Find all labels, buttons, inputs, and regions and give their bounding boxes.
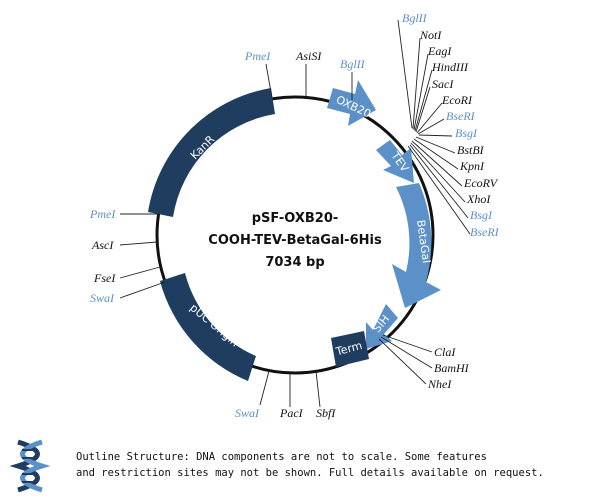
footnote-line2: and restriction sites may not be shown. … — [76, 467, 544, 479]
footnote-line1: Outline Structure: DNA components are no… — [76, 451, 487, 463]
plasmid-title-line2: COOH-TEV-BetaGal-6His — [208, 233, 382, 248]
site-label: AscI — [91, 238, 114, 252]
feature-betagal — [392, 183, 441, 308]
site-label: NotI — [419, 28, 442, 42]
site-label: ClaI — [434, 345, 456, 359]
site-label: BglII — [340, 57, 366, 71]
site-label: PacI — [279, 406, 304, 420]
feature-betagal-label: BetaGal — [414, 219, 433, 264]
feature-kanr — [148, 88, 275, 217]
site-label: EcoRI — [441, 93, 473, 107]
feature-tev — [376, 140, 414, 183]
site-label: HindIII — [431, 60, 469, 74]
site-label: SwaI — [90, 291, 115, 305]
site-label: EagI — [427, 44, 452, 58]
site-label: PmeI — [89, 207, 116, 221]
site-label: BseRI — [446, 109, 476, 123]
site-label: PmeI — [244, 49, 271, 63]
site-label: BsgI — [470, 208, 493, 222]
site-label: SwaI — [235, 406, 260, 420]
site-label: KpnI — [459, 159, 485, 173]
restriction-sites: BglII NotI EagI HindIII SacI EcoRI BseRI… — [89, 11, 500, 420]
plasmid-title-line3: 7034 bp — [265, 255, 324, 270]
plasmid-title-line1: pSF-OXB20- — [252, 211, 339, 226]
site-label: FseI — [93, 271, 116, 285]
site-label: BglII — [402, 11, 428, 25]
site-label: AsiSI — [295, 49, 322, 63]
feature-oxb20 — [327, 80, 376, 126]
site-label: BstBI — [457, 143, 485, 157]
feature-term — [331, 331, 369, 367]
site-label: BsgI — [455, 126, 478, 140]
site-label: SacI — [432, 77, 454, 91]
site-label: XhoI — [466, 192, 491, 206]
site-label: NheI — [427, 377, 452, 391]
site-label: BseRI — [470, 225, 500, 239]
plasmid-backbone — [155, 95, 435, 375]
dna-helix-icon — [9, 439, 51, 493]
feature-puc-origin — [160, 273, 256, 381]
site-leader-lines — [119, 19, 471, 408]
site-label: EcoRV — [463, 176, 499, 190]
feature-sih — [366, 304, 398, 349]
site-label: SbfI — [316, 406, 336, 420]
site-label: BamHI — [434, 361, 470, 375]
